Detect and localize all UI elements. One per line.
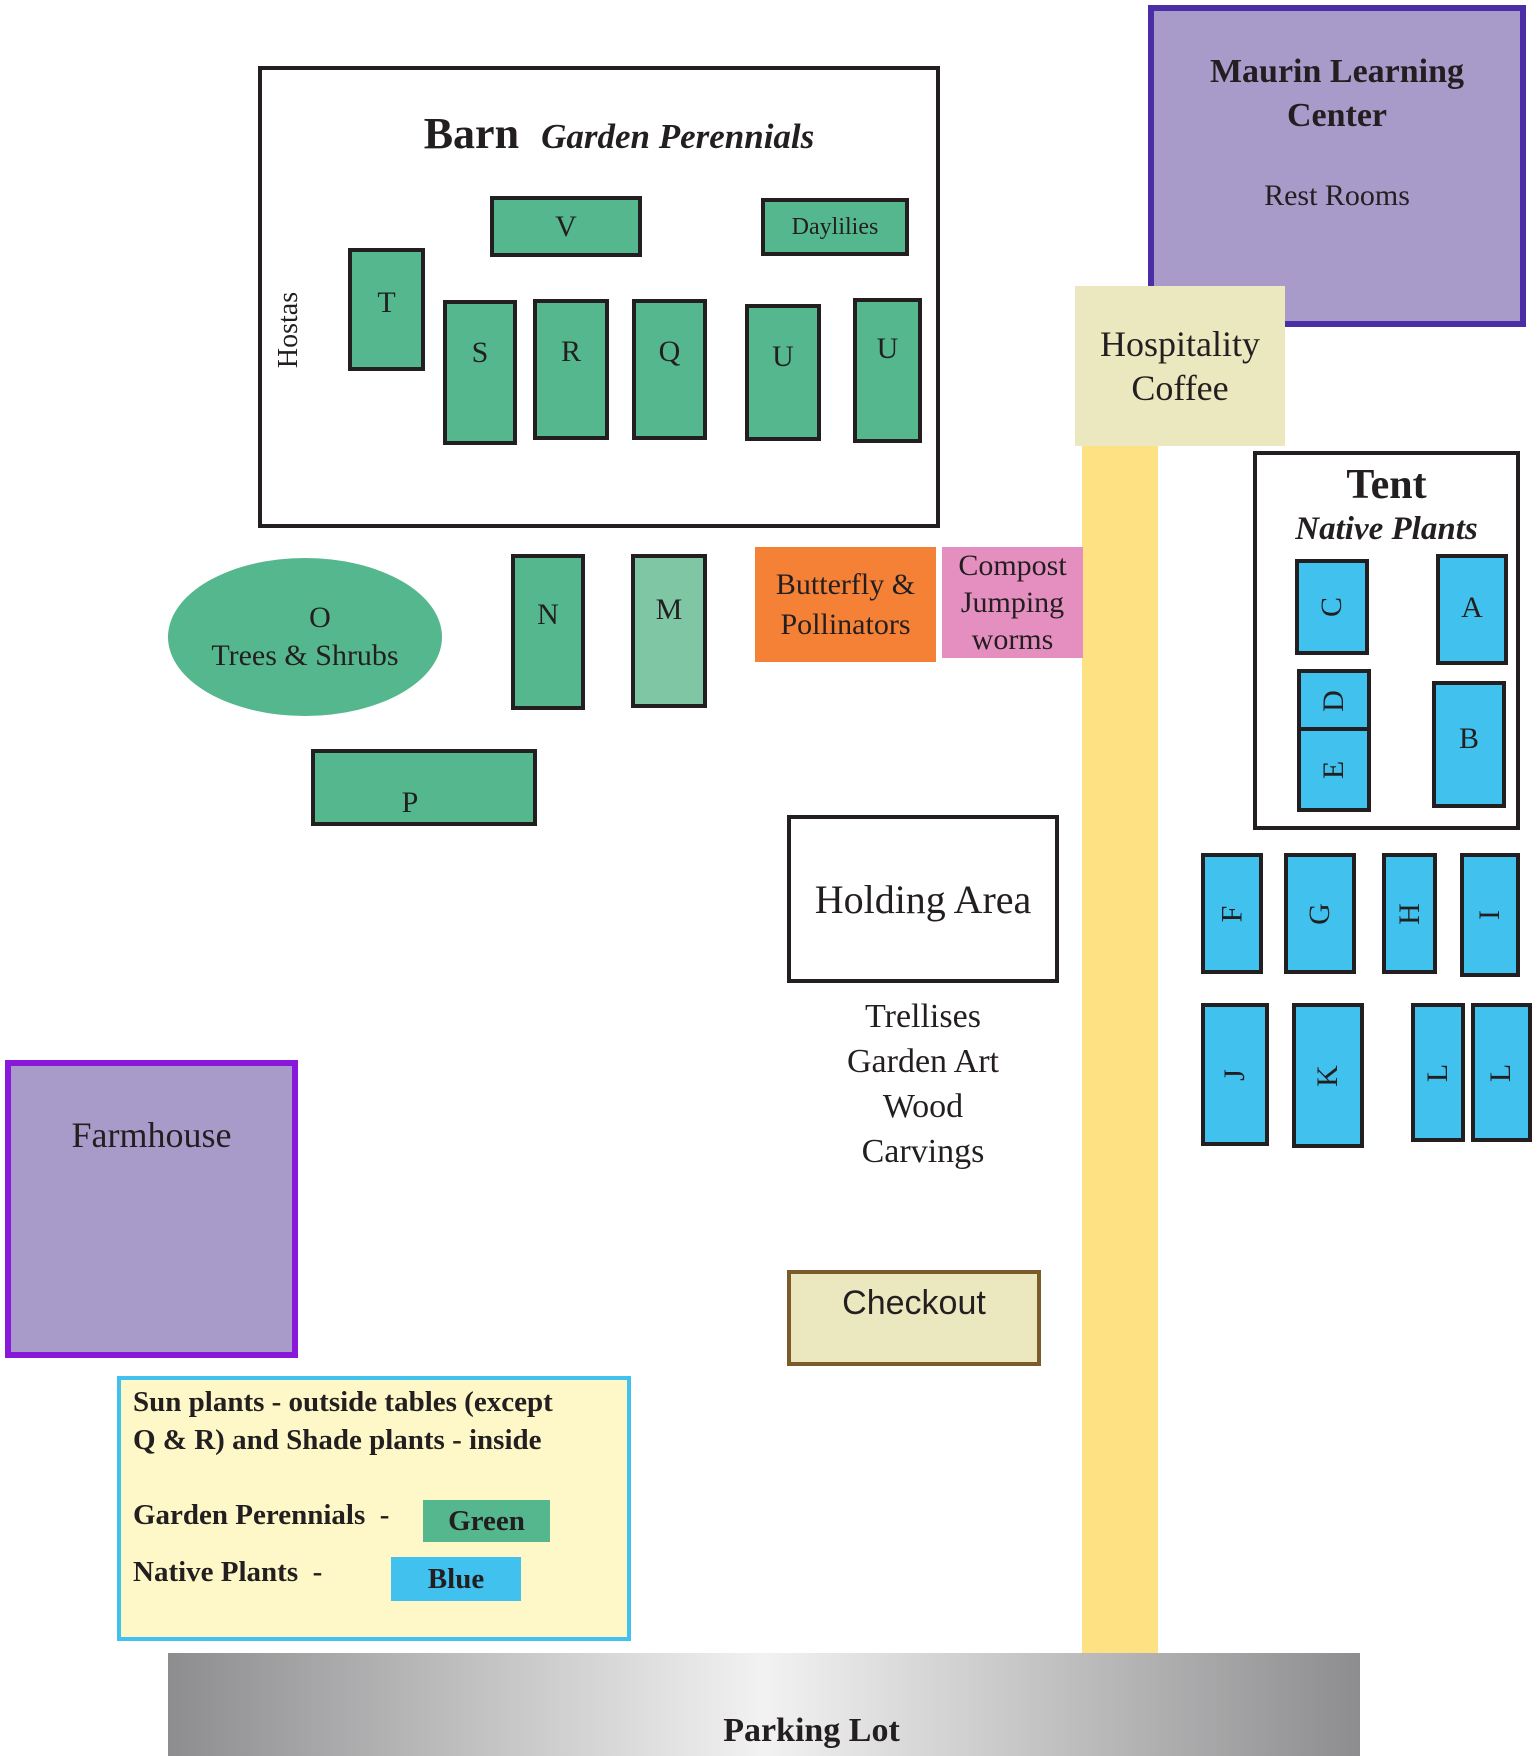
legend: Sun plants - outside tables (except Q & … bbox=[117, 1376, 631, 1641]
legend-green-swatch: Green bbox=[423, 1500, 550, 1542]
table-g: G bbox=[1284, 853, 1356, 974]
table-q-label: Q bbox=[658, 335, 681, 368]
table-p-label: P bbox=[401, 786, 419, 819]
holding-items: Trellises Garden Art Wood Carvings bbox=[787, 994, 1059, 1174]
table-k: K bbox=[1292, 1003, 1364, 1148]
legend-perennials-label: Garden Perennials - bbox=[133, 1499, 390, 1531]
holding-item-garden-art: Garden Art bbox=[846, 1043, 999, 1080]
trees-label: Trees & Shrubs bbox=[211, 639, 399, 672]
table-daylilies-label: Daylilies bbox=[791, 213, 879, 240]
table-n-label: N bbox=[537, 598, 559, 631]
legend-blue-label: Blue bbox=[427, 1562, 485, 1595]
table-k-label: K bbox=[1310, 1064, 1344, 1087]
table-l-left: L bbox=[1411, 1003, 1465, 1142]
table-r: R bbox=[533, 299, 609, 440]
parking-lot: Parking Lot bbox=[168, 1653, 1360, 1756]
table-b-label: B bbox=[1458, 722, 1479, 755]
table-l-left-label: L bbox=[1420, 1063, 1454, 1082]
trees-letter: O bbox=[309, 601, 331, 634]
table-d: D bbox=[1297, 669, 1371, 733]
butterfly-pollinators: Butterfly & Pollinators bbox=[755, 547, 936, 662]
table-m-label: M bbox=[655, 593, 683, 626]
parking-lot-label: Parking Lot bbox=[723, 1712, 900, 1749]
legend-blue-swatch: Blue bbox=[391, 1557, 521, 1601]
table-h-label: H bbox=[1392, 902, 1426, 925]
hospitality-station: Hospitality Coffee bbox=[1075, 286, 1285, 446]
table-daylilies: Daylilies bbox=[761, 198, 909, 256]
holding-area: Holding Area bbox=[787, 815, 1059, 983]
compost-label-1: Compost bbox=[958, 549, 1067, 582]
tent-title: Tent bbox=[1346, 462, 1427, 508]
compost-label-3: worms bbox=[971, 623, 1054, 656]
legend-note-2: Q & R) and Shade plants - inside bbox=[133, 1424, 542, 1456]
compost-label-2: Jumping bbox=[960, 586, 1065, 619]
table-t-label: T bbox=[377, 286, 396, 319]
legend-native-label: Native Plants - bbox=[133, 1556, 323, 1588]
legend-note-1: Sun plants - outside tables (except bbox=[133, 1386, 553, 1418]
table-a-label: A bbox=[1461, 591, 1483, 624]
barn-title-row: Barn Garden Perennials bbox=[262, 108, 936, 159]
table-u-right-label: U bbox=[876, 332, 899, 365]
table-n: N bbox=[511, 554, 585, 710]
checkout: Checkout bbox=[787, 1270, 1041, 1366]
table-c: C bbox=[1295, 559, 1369, 655]
table-i-label: I bbox=[1473, 910, 1506, 920]
coffee-label: Coffee bbox=[1131, 368, 1229, 408]
compost-worms: Compost Jumping worms bbox=[942, 547, 1083, 658]
table-j: J bbox=[1201, 1003, 1269, 1146]
hospitality-label: Hospitality bbox=[1100, 324, 1260, 364]
tent-subtitle: Native Plants bbox=[1295, 511, 1478, 547]
table-g-label: G bbox=[1302, 902, 1336, 925]
table-e: E bbox=[1297, 727, 1371, 812]
table-h: H bbox=[1382, 853, 1437, 974]
table-f: F bbox=[1201, 853, 1263, 974]
table-v: V bbox=[490, 196, 642, 257]
table-p: P bbox=[311, 749, 537, 826]
table-j-label: J bbox=[1218, 1068, 1251, 1081]
tent: Tent Native Plants bbox=[1253, 451, 1520, 830]
learning-center-title-1: Maurin Learning bbox=[1209, 53, 1465, 90]
holding-area-title: Holding Area bbox=[814, 876, 1032, 922]
farmhouse: Farmhouse bbox=[5, 1060, 298, 1358]
learning-center-title-2: Center bbox=[1286, 97, 1388, 134]
table-s: S bbox=[443, 300, 517, 445]
barn: Barn Garden Perennials Hostas bbox=[258, 66, 940, 528]
walking-path bbox=[1082, 445, 1158, 1655]
holding-item-wood: Wood bbox=[882, 1088, 964, 1125]
holding-item-trellises: Trellises bbox=[865, 998, 981, 1035]
barn-title: Barn bbox=[423, 109, 520, 158]
table-l-right-label: L bbox=[1484, 1063, 1518, 1082]
table-r-label: R bbox=[560, 335, 581, 368]
farmhouse-label: Farmhouse bbox=[71, 1115, 232, 1155]
table-m: M bbox=[631, 554, 707, 708]
table-l-right: L bbox=[1471, 1003, 1532, 1142]
table-i: I bbox=[1460, 853, 1520, 977]
legend-green-label: Green bbox=[448, 1504, 525, 1537]
butterfly-label-1: Butterfly & bbox=[775, 567, 916, 601]
rest-rooms-label: Rest Rooms bbox=[1264, 179, 1410, 212]
table-s-label: S bbox=[471, 336, 489, 369]
table-a: A bbox=[1436, 554, 1508, 665]
table-d-label: D bbox=[1316, 690, 1350, 712]
checkout-label: Checkout bbox=[842, 1284, 986, 1322]
hostas-label: Hostas bbox=[273, 291, 305, 369]
table-u-right: U bbox=[853, 298, 922, 443]
table-e-label: E bbox=[1316, 760, 1350, 779]
maurin-learning-center: Maurin Learning Center Rest Rooms bbox=[1148, 5, 1526, 327]
table-f-label: F bbox=[1215, 905, 1248, 922]
trees-shrubs-area: O Trees & Shrubs bbox=[168, 558, 442, 716]
hostas-label-wrap: Hostas bbox=[264, 292, 314, 368]
table-u-left-label: U bbox=[772, 340, 794, 373]
holding-item-carvings: Carvings bbox=[861, 1133, 985, 1170]
table-u-left: U bbox=[745, 304, 821, 441]
table-b: B bbox=[1432, 681, 1506, 808]
table-c-label: C bbox=[1314, 596, 1348, 618]
table-q: Q bbox=[632, 299, 707, 440]
table-t: T bbox=[348, 248, 425, 371]
table-v-label: V bbox=[555, 209, 577, 243]
butterfly-label-2: Pollinators bbox=[780, 607, 911, 641]
barn-subtitle: Garden Perennials bbox=[541, 117, 815, 156]
